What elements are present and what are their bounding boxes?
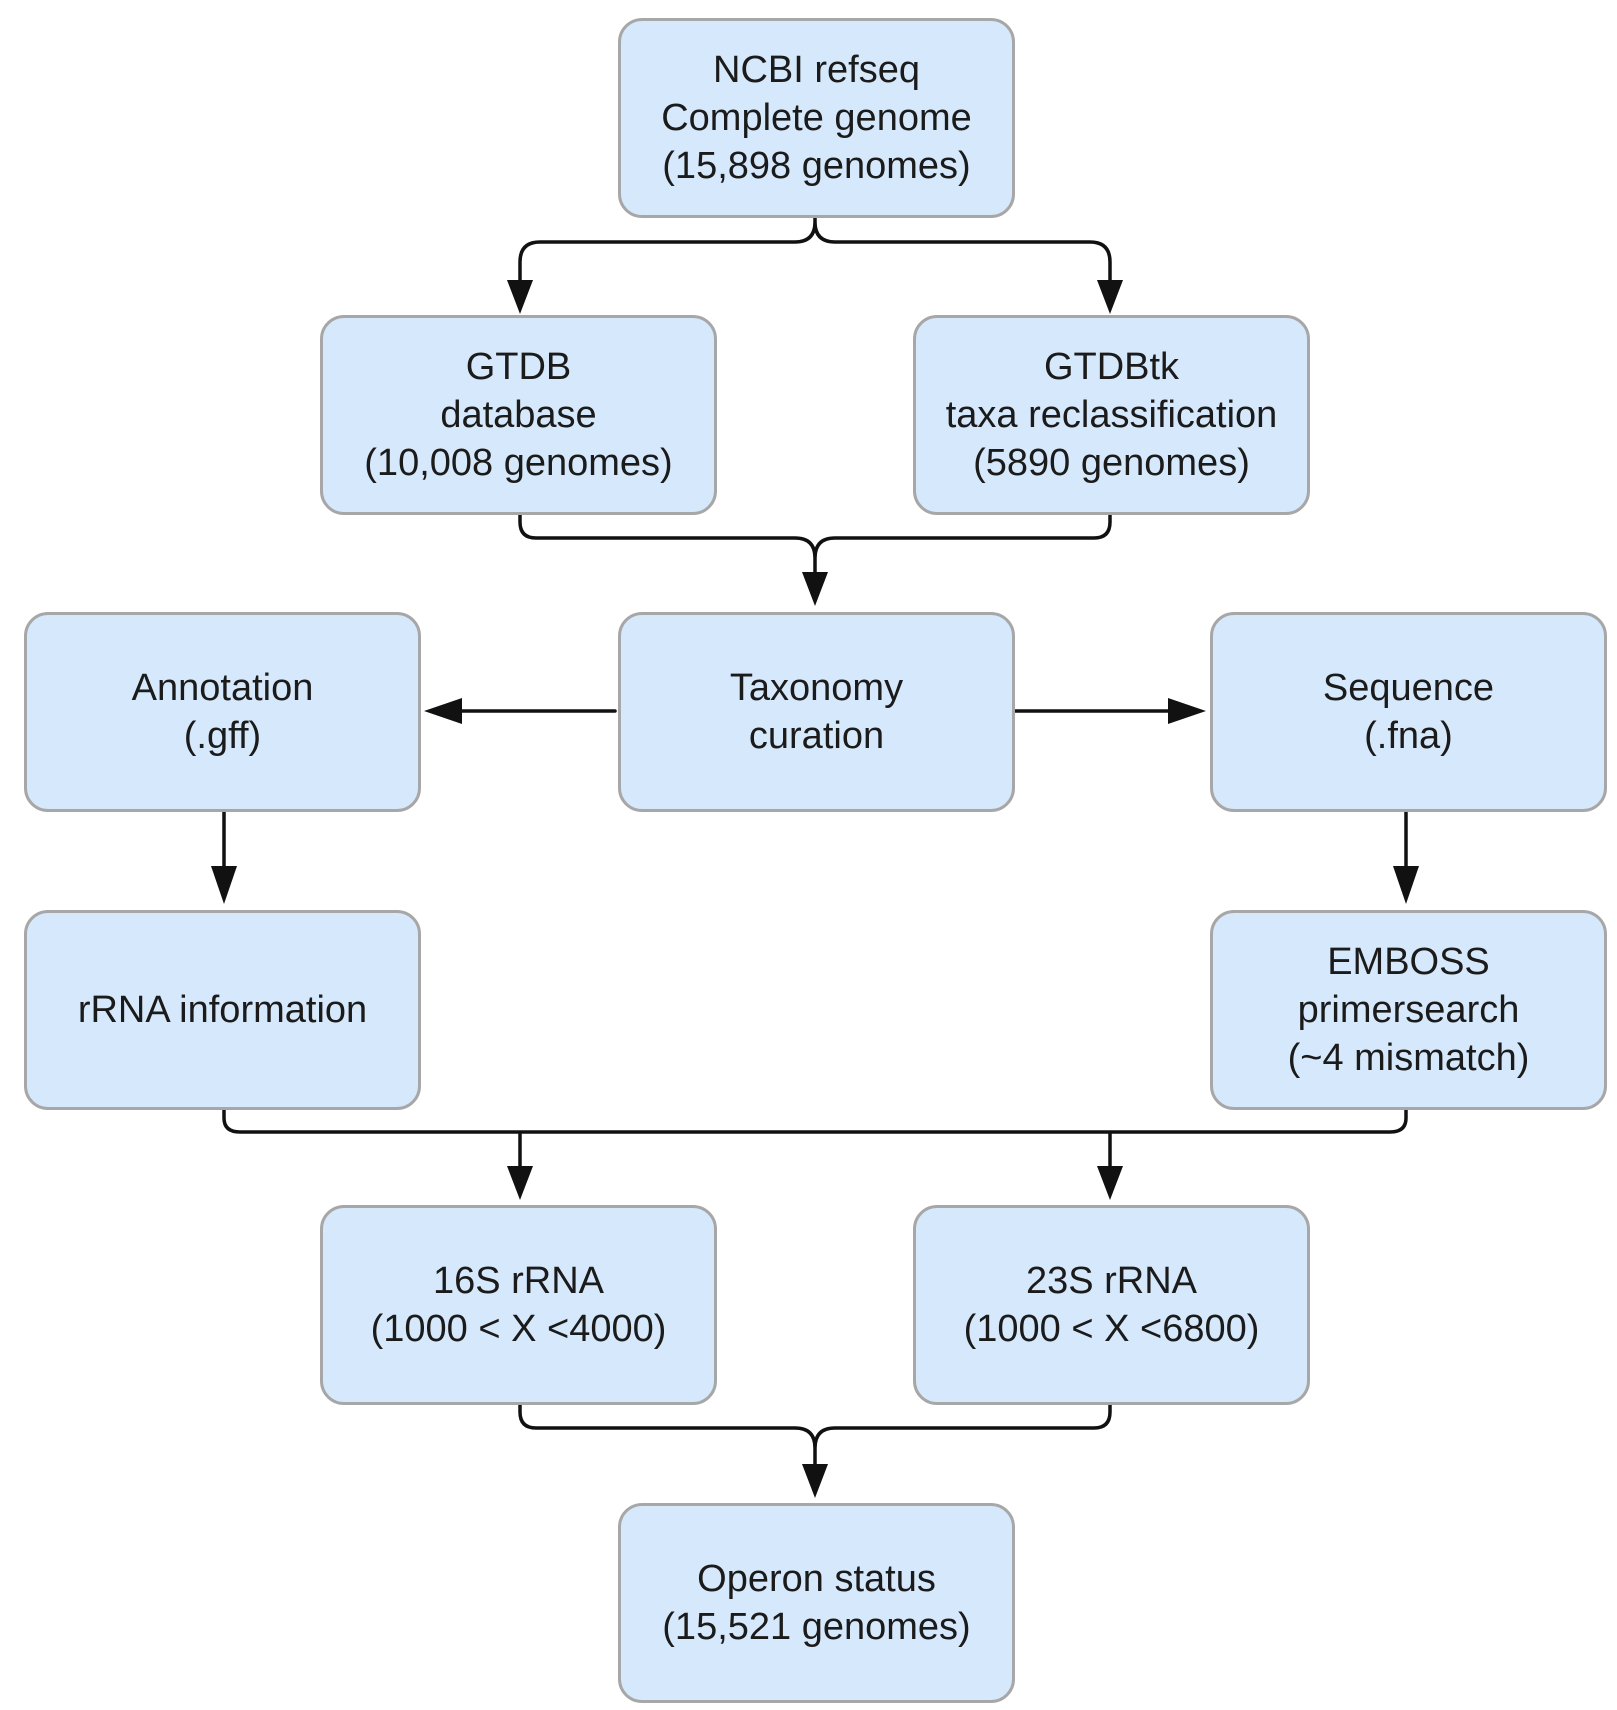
- node-23s-rrna: 23S rRNA (1000 < X <6800): [913, 1205, 1310, 1405]
- node-emboss-line-2: primersearch: [1297, 989, 1520, 1031]
- node-sequence-fna: Sequence (.fna): [1210, 612, 1607, 812]
- node-16s-line-1: 16S rRNA: [432, 1260, 605, 1302]
- node-annotation-line-1: Annotation: [131, 667, 314, 709]
- node-gtdb-line-2: database: [440, 394, 597, 436]
- node-operon-line-2: (15,521 genomes): [662, 1606, 971, 1648]
- node-gtdbtk-line-1: GTDBtk: [1043, 346, 1180, 388]
- node-23s-line-1: 23S rRNA: [1025, 1260, 1198, 1302]
- node-ncbi-line-3: (15,898 genomes): [662, 145, 971, 187]
- arrowhead-to-operon: [802, 1464, 828, 1498]
- ncbi-split-connector: [518, 212, 1112, 284]
- node-gtdb-line-1: GTDB: [465, 346, 572, 388]
- node-annotation-gff: Annotation (.gff): [24, 612, 421, 812]
- node-annotation-line-2: (.gff): [183, 715, 262, 757]
- node-ncbi-refseq: NCBI refseq Complete genome (15,898 geno…: [618, 18, 1015, 218]
- node-ncbi-line-2: Complete genome: [661, 97, 972, 139]
- node-gtdbtk-line-3: (5890 genomes): [973, 442, 1250, 484]
- node-operon-status: Operon status (15,521 genomes): [618, 1503, 1015, 1703]
- node-emboss-line-3: (~4 mismatch): [1287, 1037, 1530, 1079]
- node-gtdbtk-line-2: taxa reclassification: [945, 394, 1278, 436]
- arrowhead-to-emboss: [1393, 866, 1419, 904]
- node-sequence-line-2: (.fna): [1364, 715, 1453, 757]
- arrowhead-to-16s: [507, 1166, 533, 1200]
- node-taxonomy-line-2: curation: [748, 715, 885, 757]
- arrowhead-to-23s: [1097, 1166, 1123, 1200]
- rrna-merge-connector: [222, 1108, 1408, 1172]
- gtdb-merge-connector: [518, 513, 1112, 577]
- arrowhead-to-sequence: [1168, 698, 1206, 724]
- arrowhead-to-gtdb: [507, 280, 533, 314]
- node-ncbi-line-1: NCBI refseq: [713, 49, 920, 91]
- node-16s-line-2: (1000 < X <4000): [370, 1308, 667, 1350]
- node-rrna-info-line-1: rRNA information: [77, 989, 368, 1031]
- node-taxonomy-curation: Taxonomy curation: [618, 612, 1015, 812]
- node-gtdb-line-3: (10,008 genomes): [364, 442, 673, 484]
- node-gtdbtk-reclassification: GTDBtk taxa reclassification (5890 genom…: [913, 315, 1310, 515]
- node-gtdb-database: GTDB database (10,008 genomes): [320, 315, 717, 515]
- arrowhead-to-taxonomy: [802, 572, 828, 606]
- arrowhead-to-rrna-info: [211, 866, 237, 904]
- node-23s-line-2: (1000 < X <6800): [963, 1308, 1260, 1350]
- node-16s-rrna: 16S rRNA (1000 < X <4000): [320, 1205, 717, 1405]
- node-emboss-primersearch: EMBOSS primersearch (~4 mismatch): [1210, 910, 1607, 1110]
- arrowhead-to-gtdbtk: [1097, 280, 1123, 314]
- arrowhead-to-annotation: [424, 698, 462, 724]
- node-taxonomy-line-1: Taxonomy: [729, 667, 904, 709]
- operon-merge-connector: [518, 1403, 1112, 1470]
- node-emboss-line-1: EMBOSS: [1327, 941, 1490, 983]
- node-operon-line-1: Operon status: [697, 1558, 936, 1600]
- node-rrna-information: rRNA information: [24, 910, 421, 1110]
- node-sequence-line-1: Sequence: [1322, 667, 1495, 709]
